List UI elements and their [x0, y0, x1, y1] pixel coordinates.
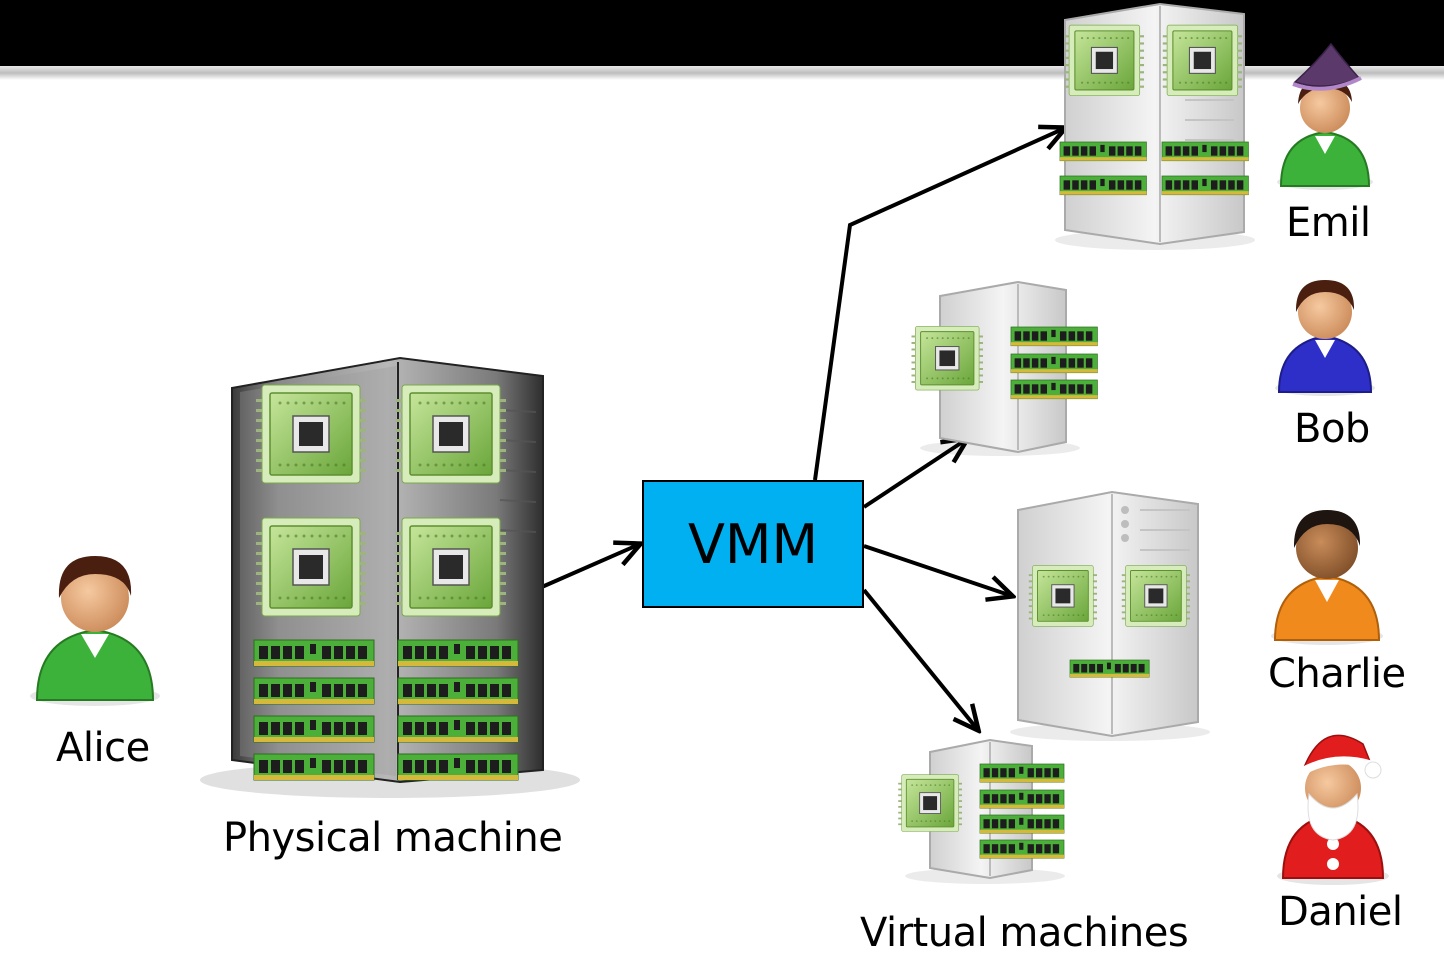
cpu-chip-icon [255, 384, 367, 484]
cpu-chip-icon [1162, 24, 1243, 97]
ram-module-icon [1161, 175, 1249, 196]
ram-module-icon [979, 814, 1065, 834]
virtual-server-icon [1055, 2, 1255, 250]
ram-module-icon [1010, 379, 1098, 400]
cpu-chip-icon [897, 774, 963, 832]
arrow-vmm-to-vm1 [813, 128, 1065, 481]
ram-module-icon [397, 639, 519, 667]
ram-module-icon [253, 715, 375, 743]
ram-module-icon [397, 715, 519, 743]
cpu-chip-icon [1028, 565, 1098, 627]
user-alice-icon [30, 556, 160, 706]
arrow-physical-to-vmm [534, 544, 640, 592]
arrow-vmm-to-vm2 [862, 439, 967, 509]
user-label-daniel: Daniel [1278, 889, 1403, 935]
user-label-charlie: Charlie [1268, 651, 1406, 697]
cpu-chip-icon [1064, 24, 1145, 97]
virtual-server-icon [1010, 490, 1210, 741]
cpu-chip-icon [395, 384, 507, 484]
user-charlie-icon [1271, 510, 1383, 645]
cpu-chip-icon [1121, 565, 1191, 627]
virtual-server-icon [911, 280, 1098, 456]
user-bob-icon [1275, 280, 1375, 396]
ram-module-icon [979, 839, 1065, 859]
ram-module-icon [1161, 141, 1249, 162]
vmm-label: VMM [687, 512, 819, 576]
ram-module-icon [1059, 141, 1147, 162]
user-label-bob: Bob [1294, 406, 1370, 452]
user-daniel-icon [1277, 734, 1389, 885]
cpu-chip-icon [255, 517, 367, 617]
ram-module-icon [979, 763, 1065, 783]
ram-module-icon [397, 677, 519, 705]
physical-machine-label: Physical machine [223, 815, 563, 861]
user-emil-icon [1277, 42, 1373, 190]
cpu-chip-icon [395, 517, 507, 617]
arrow-vmm-to-vm4 [862, 588, 978, 730]
ram-module-icon [1010, 353, 1098, 374]
arrow-vmm-to-vm3 [863, 544, 1012, 596]
cpu-chip-icon [911, 325, 984, 391]
user-label-alice: Alice [56, 725, 150, 771]
vmm-box: VMM [642, 480, 864, 608]
ram-module-icon [397, 753, 519, 781]
ram-module-icon [253, 753, 375, 781]
physical-server-icon [200, 356, 580, 798]
ram-module-icon [1069, 659, 1150, 678]
ram-module-icon [253, 639, 375, 667]
ram-module-icon [979, 789, 1065, 809]
virtual-machines-label: Virtual machines [860, 910, 1189, 956]
virtual-server-icon [897, 738, 1065, 884]
ram-module-icon [1010, 326, 1098, 347]
ram-module-icon [1059, 175, 1147, 196]
user-label-emil: Emil [1286, 200, 1371, 246]
ram-module-icon [253, 677, 375, 705]
